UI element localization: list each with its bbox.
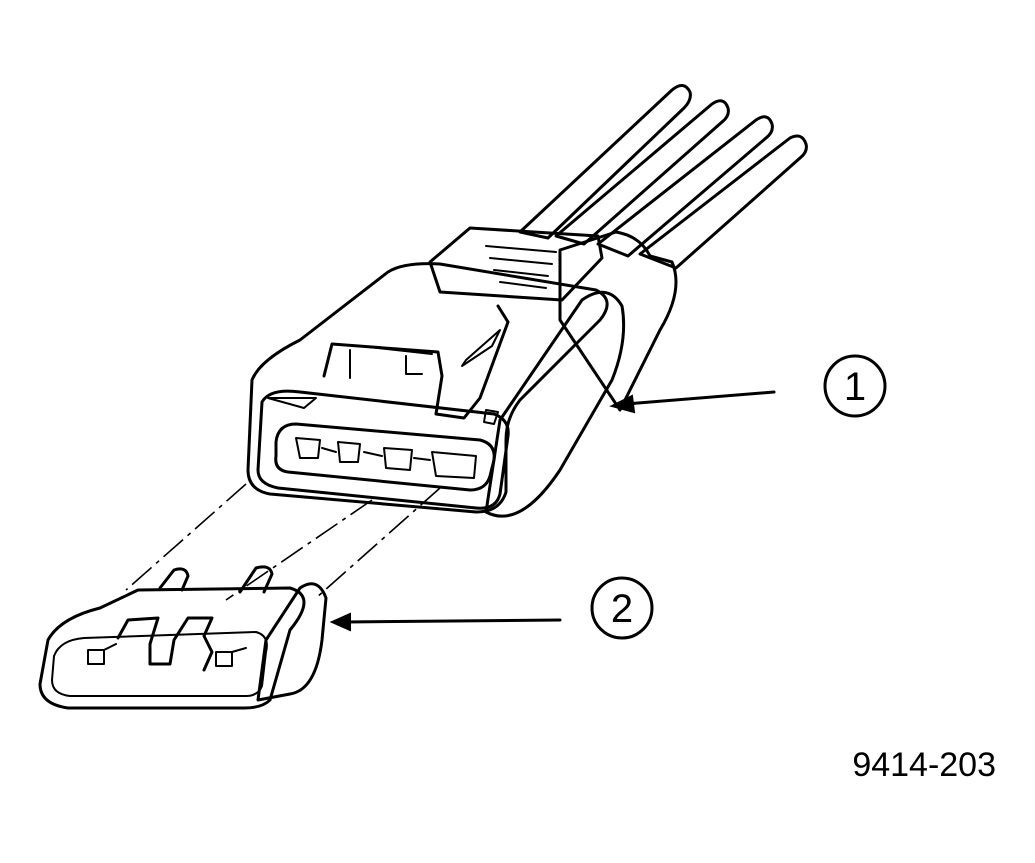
insert-key [116, 616, 214, 672]
tpa-insert [38, 565, 328, 710]
wire-4 [638, 134, 808, 270]
lock-bridge [428, 226, 604, 302]
callout-1: 1 [609, 354, 887, 418]
terminal-cavities [274, 422, 496, 492]
arrowhead-1 [609, 394, 636, 414]
insert-prongs [158, 565, 274, 594]
insert-window-left [87, 649, 105, 665]
arrowhead-2 [329, 612, 351, 632]
wire-1 [518, 84, 692, 240]
callout-number-2: 2 [611, 587, 633, 631]
insert-side-shaded [256, 582, 328, 702]
callout-circle-2 [590, 576, 654, 640]
insert-body [38, 586, 306, 710]
leader-line-1 [624, 390, 776, 406]
wire-3 [596, 115, 774, 258]
callout-2: 2 [329, 576, 654, 640]
connector-body [246, 226, 678, 518]
guide-line-left [125, 483, 247, 591]
figure-id-label: 9414-203 [852, 746, 996, 784]
callout-circle-1 [823, 354, 887, 418]
leader-line-2 [344, 618, 562, 624]
front-rim [256, 389, 510, 510]
body-side-shaded [484, 290, 626, 518]
guide-line-middle [225, 499, 373, 601]
insert-window-right [215, 651, 233, 667]
latch-opening [322, 304, 510, 420]
guide-line-right [315, 487, 441, 599]
wire-bundle [518, 84, 808, 270]
insert-inner-rim [51, 631, 268, 697]
rear-housing [558, 230, 678, 412]
alignment-guides [125, 483, 441, 601]
wire-2 [554, 99, 730, 246]
callout-number-1: 1 [844, 365, 866, 409]
body-main [246, 262, 609, 514]
